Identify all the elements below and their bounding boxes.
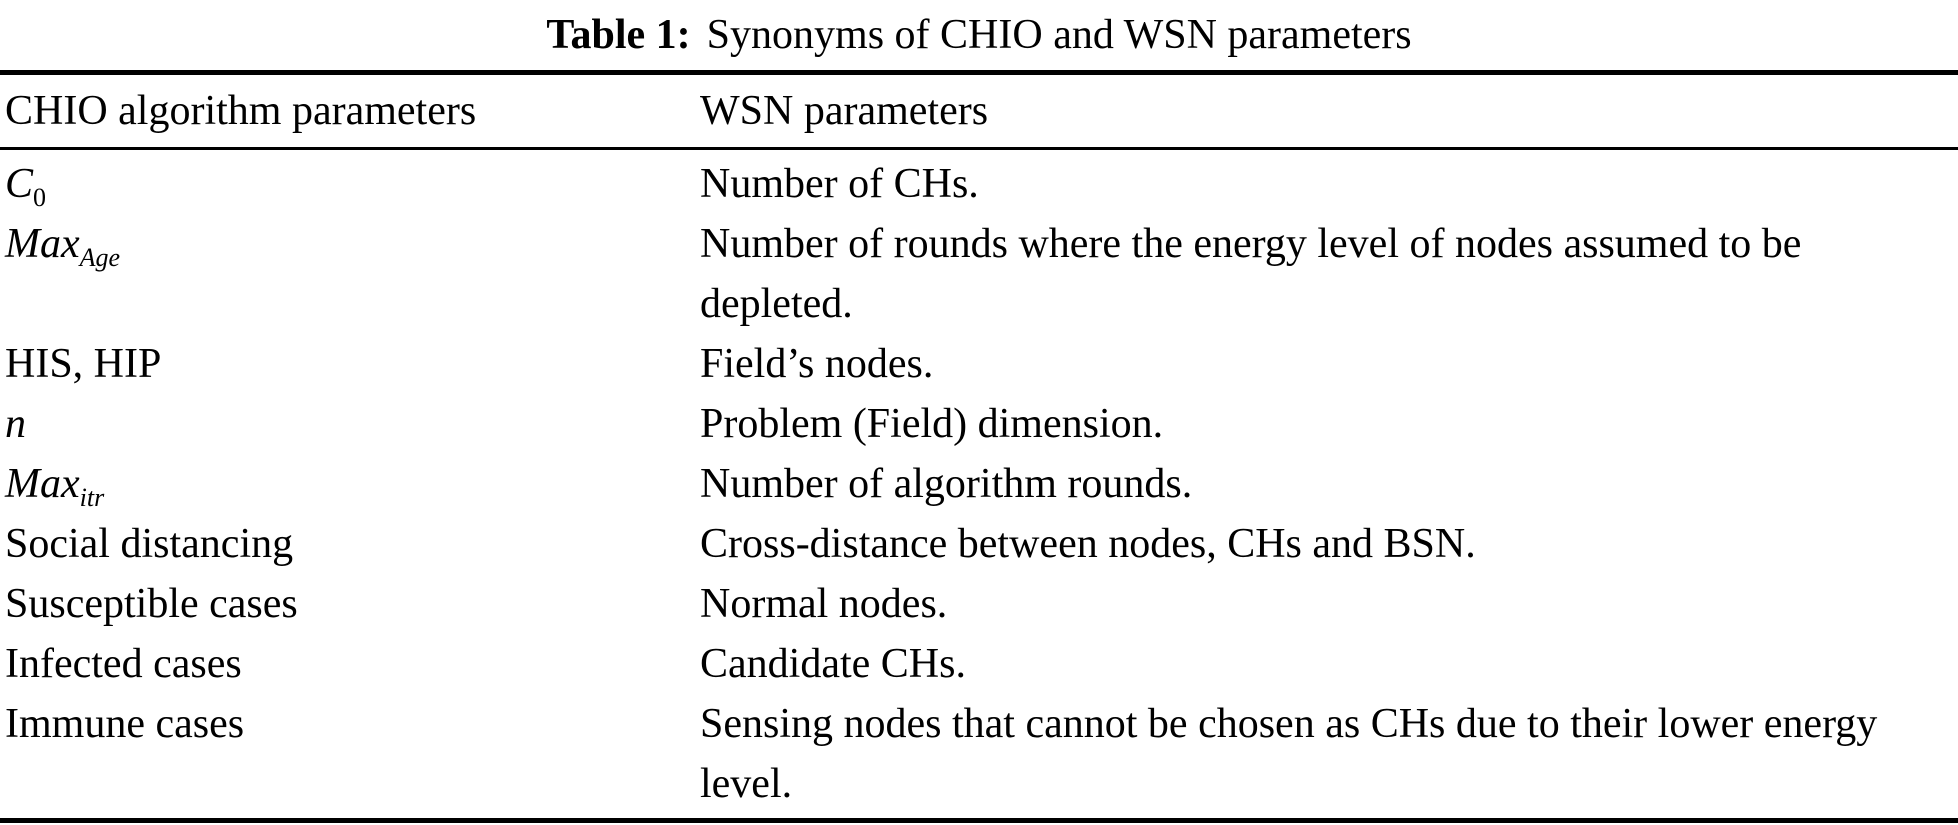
wsn-parameter-cell: Normal nodes. — [700, 581, 948, 627]
table-header-row: CHIO algorithm parameters WSN parameters — [0, 72, 1958, 150]
chio-parameter-subscript: Age — [79, 243, 121, 272]
chio-parameter-cell: C0 — [0, 149, 700, 215]
chio-parameter-cell: MaxAge — [0, 214, 700, 334]
chio-parameter-cell: Susceptible cases — [0, 574, 700, 634]
chio-parameter-symbol: Susceptible cases — [5, 581, 298, 627]
chio-parameter-subscript: 0 — [33, 183, 47, 212]
chio-parameter-symbol: Max — [5, 221, 80, 267]
table-caption: Table 1: Synonyms of CHIO and WSN paramet… — [0, 0, 1958, 70]
synonyms-table: CHIO algorithm parameters WSN parameters… — [0, 70, 1958, 823]
wsn-parameter-cell: Number of algorithm rounds. — [700, 461, 1193, 507]
table-row: MaxAge Number of rounds where the energy… — [0, 214, 1958, 334]
wsn-parameter-cell: Cross-distance between nodes, CHs and BS… — [700, 521, 1476, 567]
table-row: Social distancing Cross-distance between… — [0, 514, 1958, 574]
wsn-parameter-cell: Field’s nodes. — [700, 341, 934, 387]
wsn-parameter-cell: Number of rounds where the energy level … — [700, 221, 1802, 327]
table-caption-text: Synonyms of CHIO and WSN parameters — [706, 12, 1412, 58]
wsn-parameter-cell: Problem (Field) dimension. — [700, 401, 1164, 447]
column-header-chio: CHIO algorithm parameters — [0, 72, 700, 150]
table-row: Infected cases Candidate CHs. — [0, 634, 1958, 694]
chio-parameter-cell: Maxitr — [0, 454, 700, 514]
table-row: HIS, HIP Field’s nodes. — [0, 334, 1958, 394]
chio-parameter-cell: n — [0, 394, 700, 454]
chio-parameter-symbol: Social distancing — [5, 521, 294, 567]
table-row: n Problem (Field) dimension. — [0, 394, 1958, 454]
chio-parameter-symbol: C — [5, 161, 34, 207]
chio-parameter-symbol: Infected cases — [5, 641, 242, 687]
chio-parameter-cell: Social distancing — [0, 514, 700, 574]
chio-parameter-cell: HIS, HIP — [0, 334, 700, 394]
table-row: C0 Number of CHs. — [0, 149, 1958, 215]
wsn-parameter-cell: Candidate CHs. — [700, 641, 966, 687]
chio-parameter-cell: Immune cases — [0, 694, 700, 821]
chio-parameter-subscript: itr — [79, 483, 105, 512]
chio-parameter-symbol: HIS, HIP — [5, 341, 162, 387]
chio-parameter-cell: Infected cases — [0, 634, 700, 694]
chio-parameter-symbol: Immune cases — [5, 701, 245, 747]
chio-parameter-symbol: Max — [5, 461, 80, 507]
table-row: Maxitr Number of algorithm rounds. — [0, 454, 1958, 514]
wsn-parameter-cell: Number of CHs. — [700, 161, 979, 207]
table-caption-label: Table 1: — [546, 12, 691, 58]
wsn-parameter-cell: Sensing nodes that cannot be chosen as C… — [700, 701, 1878, 807]
chio-parameter-symbol: n — [5, 401, 26, 447]
column-header-wsn: WSN parameters — [700, 72, 1958, 150]
table-row: Immune cases Sensing nodes that cannot b… — [0, 694, 1958, 821]
table-row: Susceptible cases Normal nodes. — [0, 574, 1958, 634]
